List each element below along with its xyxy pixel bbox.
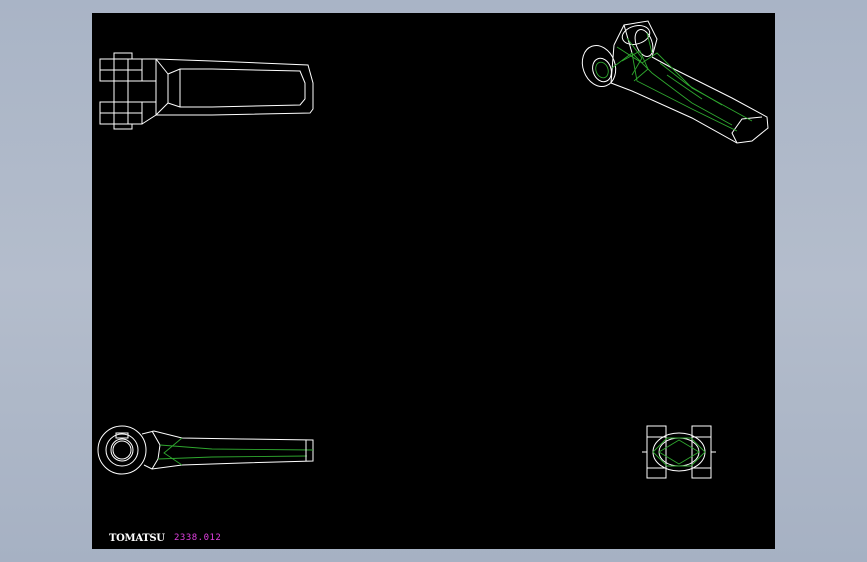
side-view [97,425,314,475]
isometric-view [581,20,769,144]
front-view [642,425,716,479]
company-label: TOMATSU [109,533,165,544]
cad-views [97,20,769,479]
top-view [99,52,314,130]
drawing-number: 2338.012 [174,533,222,543]
cad-drawing-canvas[interactable]: TOMATSU 2338.012 [92,13,775,549]
